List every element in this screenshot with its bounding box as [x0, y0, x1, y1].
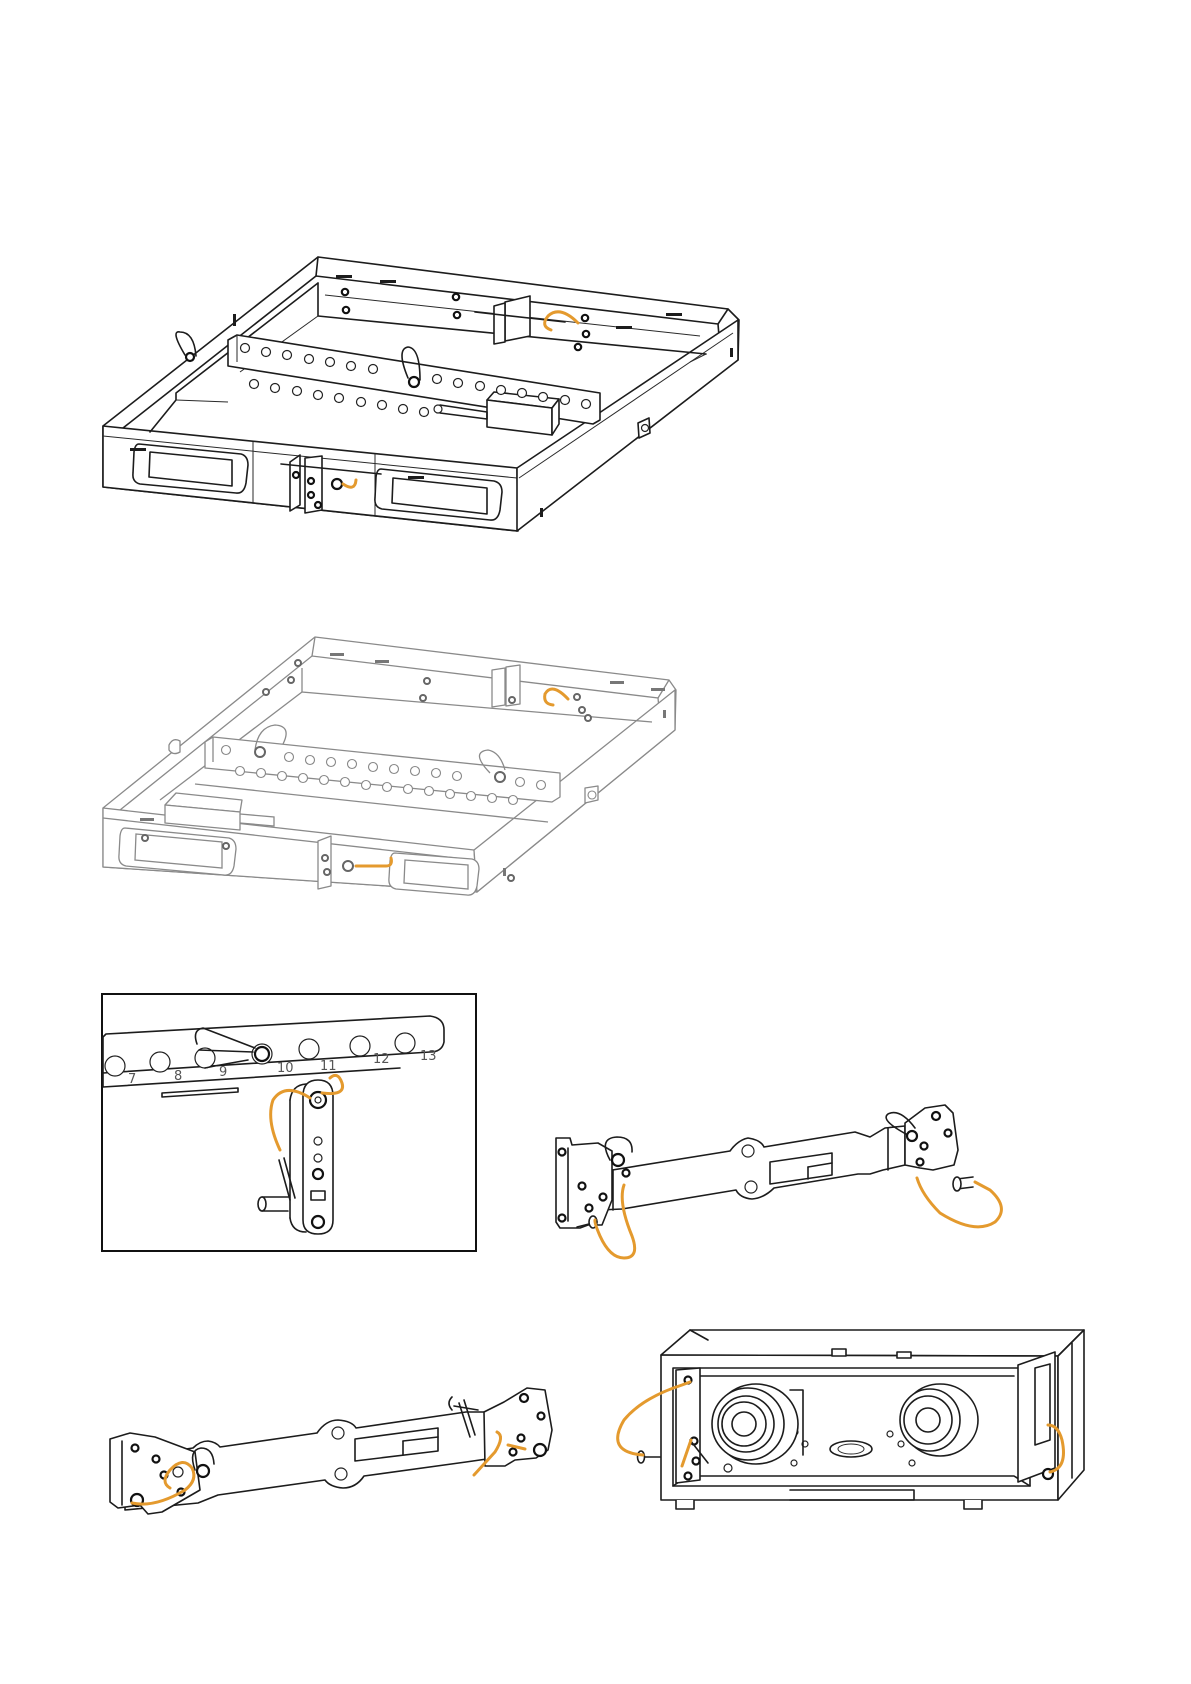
cabinet-rigging	[618, 1330, 1084, 1509]
hole-number-9: 9	[219, 1065, 227, 1080]
hole-number-7: 7	[128, 1072, 136, 1087]
hole-number-10: 10	[277, 1061, 294, 1076]
inset-detail: 7 8 9 10 11 12 13	[102, 994, 476, 1251]
frame-top-view	[103, 257, 739, 531]
bar-lower	[110, 1388, 552, 1514]
frame-bottom-view	[103, 637, 676, 895]
hole-number-8: 8	[174, 1069, 182, 1084]
bar-upper	[556, 1105, 1001, 1258]
hole-number-13: 13	[420, 1049, 437, 1064]
hole-number-12: 12	[373, 1052, 390, 1067]
hole-number-11: 11	[320, 1059, 337, 1074]
